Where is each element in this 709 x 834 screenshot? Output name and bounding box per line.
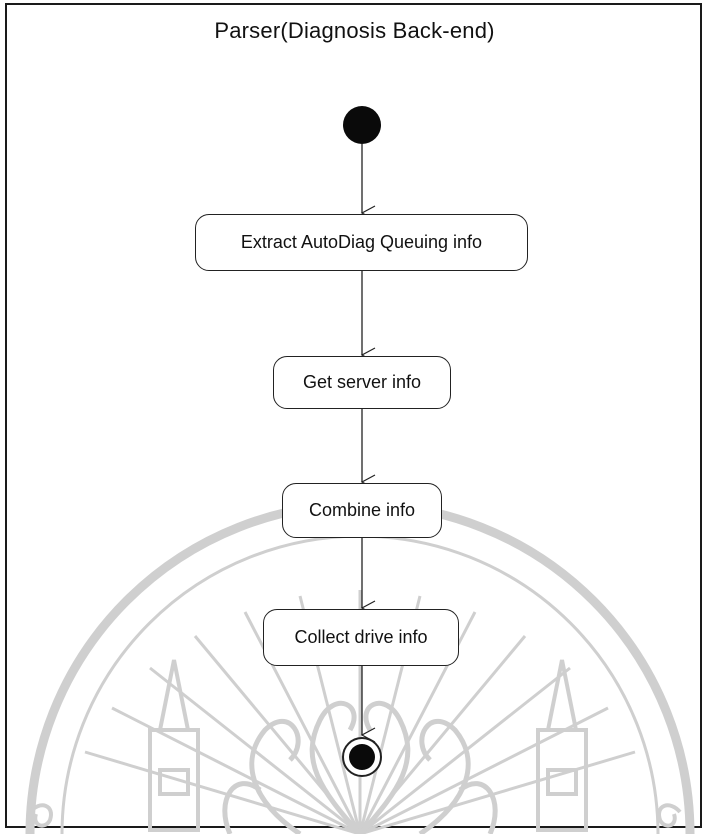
final-state xyxy=(342,737,382,777)
action-collect-drive-info: Collect drive info xyxy=(263,609,459,666)
action-combine-info: Combine info xyxy=(282,483,442,538)
action-extract-autodiag-queuing-info: Extract AutoDiag Queuing info xyxy=(195,214,528,271)
action-get-server-info: Get server info xyxy=(273,356,451,409)
diagram-title: Parser(Diagnosis Back-end) xyxy=(214,18,495,43)
initial-state xyxy=(343,106,381,144)
